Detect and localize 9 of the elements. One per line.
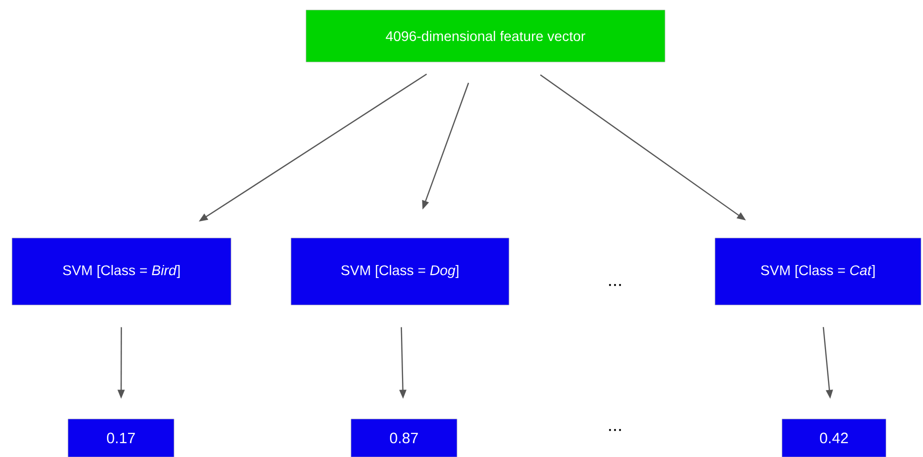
score-box: 0.87 — [350, 418, 458, 457]
feature-box: 4096-dimensional feature vector — [306, 10, 666, 62]
classifier-box: SVM [Class = Bird] — [12, 238, 232, 306]
classifier-box: SVM [Class = Dog] — [290, 238, 510, 306]
classifier-box: SVM [Class = Cat] — [714, 238, 922, 306]
score-box: 0.42 — [782, 418, 886, 457]
ellipsis: ... — [609, 429, 621, 431]
score-box: 0.17 — [68, 418, 174, 457]
ellipsis: ... — [609, 284, 621, 286]
